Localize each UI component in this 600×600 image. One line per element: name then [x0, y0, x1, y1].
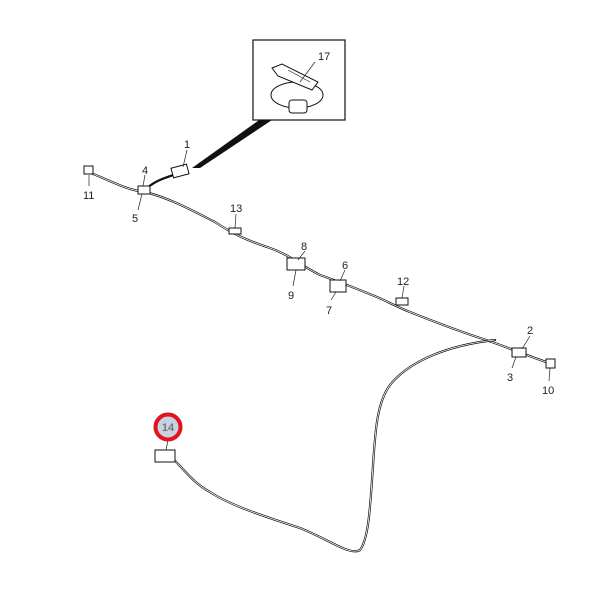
- clip-13: [228, 227, 242, 235]
- clip-4-5: [137, 185, 151, 195]
- callout-13: 13: [230, 203, 242, 215]
- branch-wire-14: [170, 338, 497, 553]
- callout-1: 1: [184, 139, 190, 151]
- clip-8-9: [286, 257, 306, 271]
- callout-7: 7: [326, 305, 332, 317]
- connector-14: [154, 449, 176, 463]
- leader-lines: [88, 149, 551, 451]
- callout-5: 5: [132, 213, 138, 225]
- highlighted-callout-14[interactable]: 14: [153, 412, 183, 442]
- main-harness-wire: [86, 170, 554, 366]
- inset-detail-17: 17: [192, 39, 346, 168]
- highlight-ring: [153, 412, 183, 442]
- callout-14: 14: [162, 422, 175, 434]
- callout-2: 2: [527, 325, 533, 337]
- callout-12: 12: [397, 276, 409, 288]
- inset-pointer: [192, 118, 275, 168]
- callout-4: 4: [142, 165, 148, 177]
- clip-2-3: [511, 347, 527, 358]
- connector-11: [83, 165, 94, 175]
- connector-10: [545, 358, 556, 369]
- callout-10: 10: [542, 385, 554, 397]
- callout-17: 17: [318, 51, 330, 63]
- callout-9: 9: [288, 290, 294, 302]
- clip-12: [395, 297, 409, 306]
- connector-1: [170, 163, 190, 179]
- callout-11: 11: [83, 190, 94, 202]
- callout-6: 6: [342, 260, 348, 272]
- callout-8: 8: [301, 241, 307, 253]
- callout-3: 3: [507, 372, 513, 384]
- clip-6-7: [329, 279, 347, 293]
